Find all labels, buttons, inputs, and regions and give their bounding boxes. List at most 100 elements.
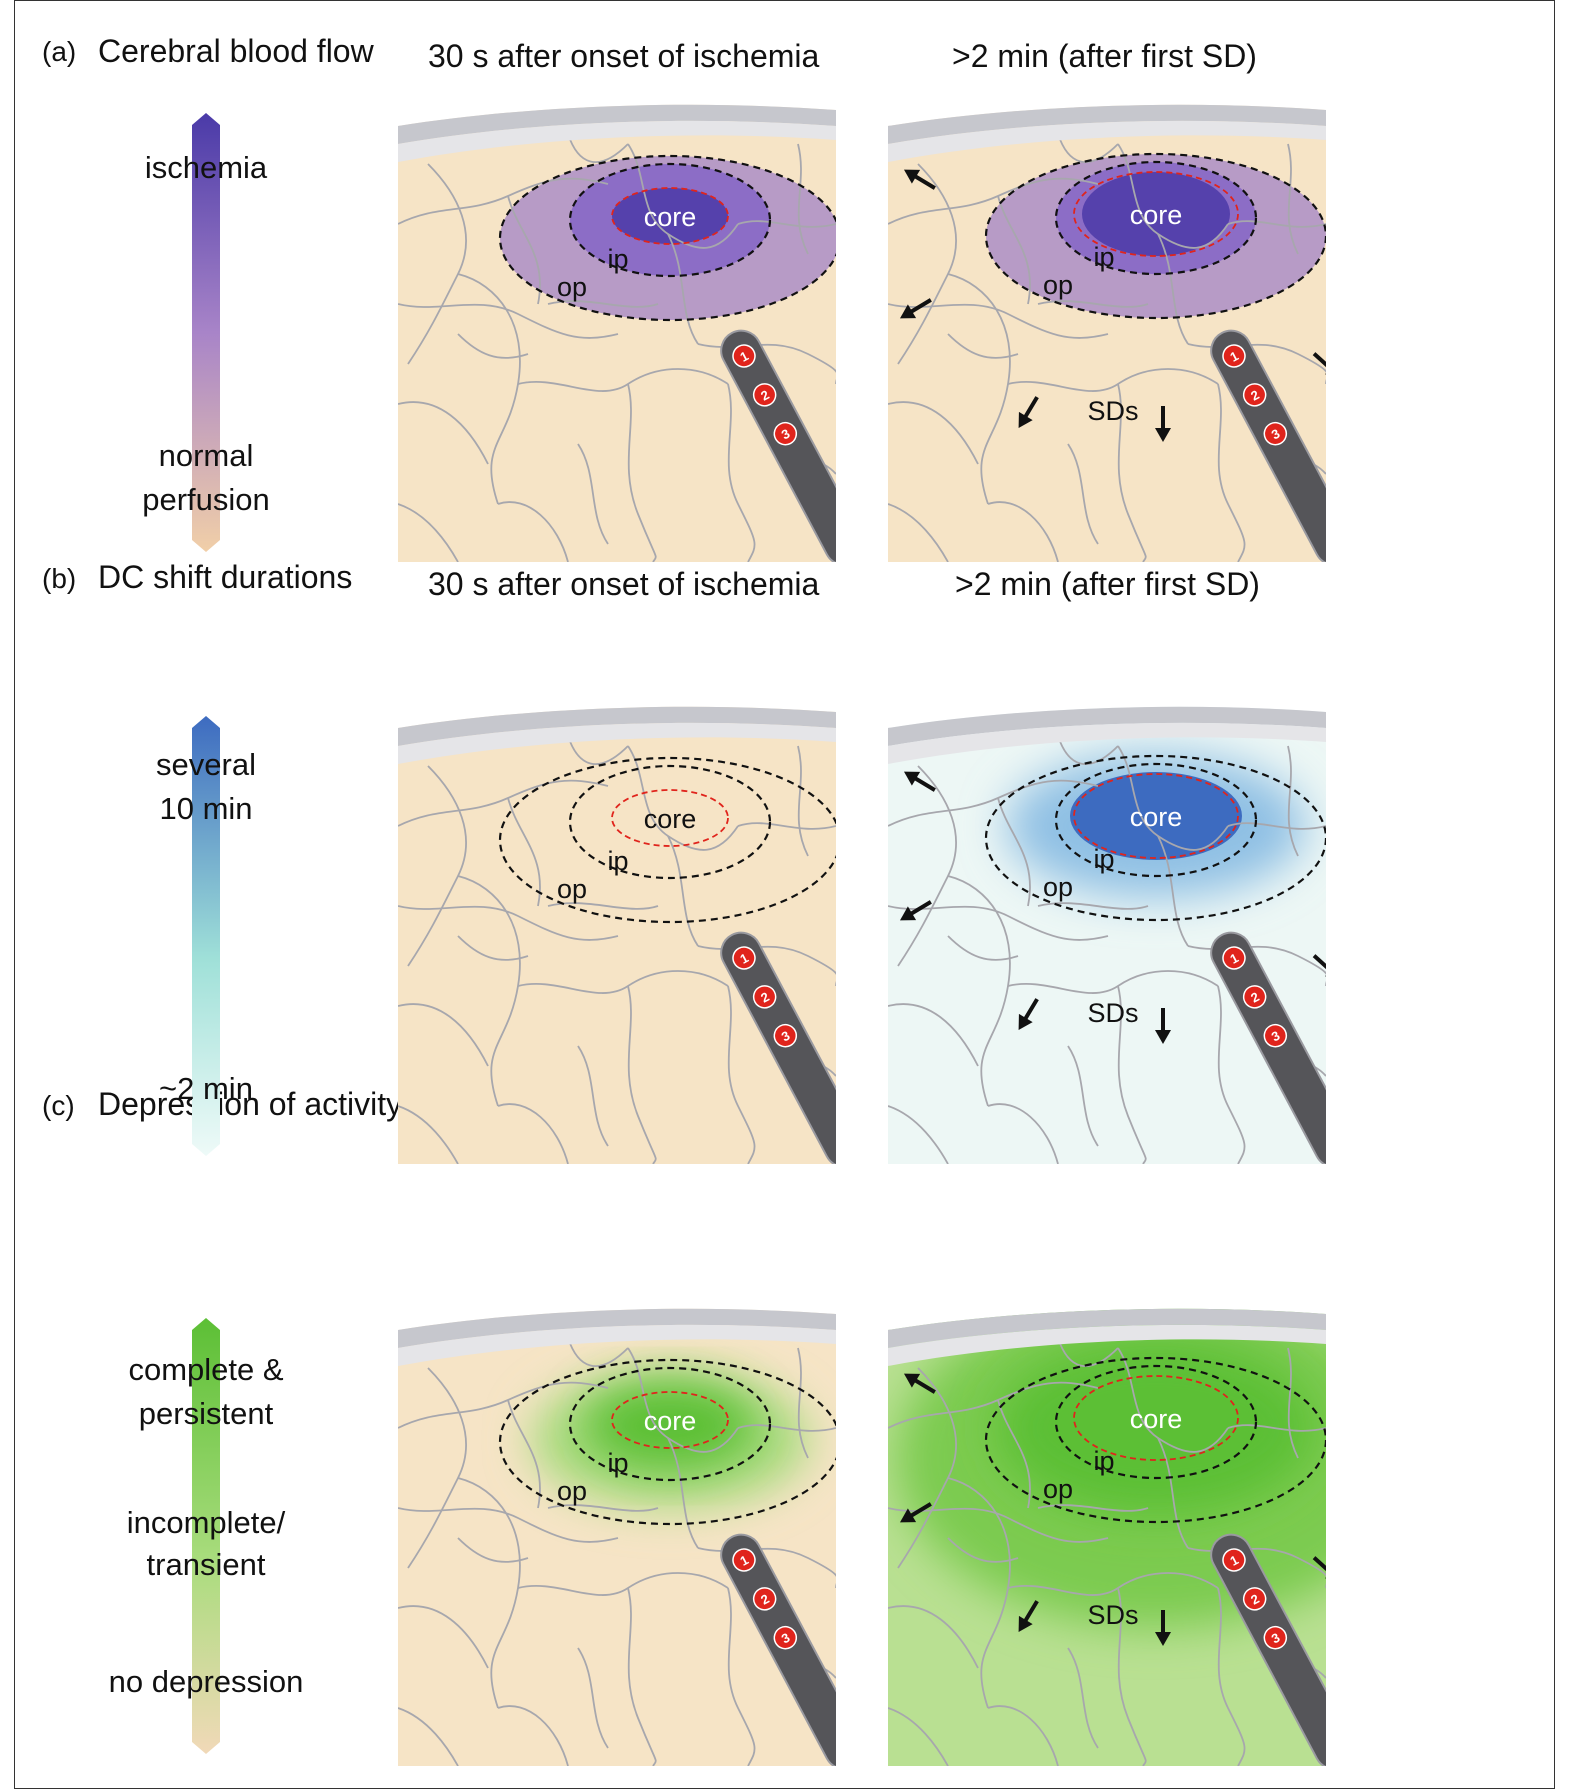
electrode-contact	[1222, 344, 1246, 368]
ip-label: ip	[1093, 242, 1114, 272]
sds-label: SDs	[1087, 1600, 1138, 1630]
electrode: 123	[1210, 931, 1326, 1164]
electrode: 123	[720, 329, 836, 562]
electrode-contact	[1222, 1548, 1246, 1572]
electrode-contact	[732, 1548, 756, 1572]
electrode-contact	[732, 946, 756, 970]
scale-c-mid-2: transient	[146, 1547, 266, 1582]
sd-arrowhead	[1325, 1577, 1326, 1579]
sd-arrow	[913, 776, 936, 792]
sd-arrowhead	[899, 304, 917, 319]
sds-label: SDs	[1087, 396, 1138, 426]
row-b-late-title: >2 min (after first SD)	[955, 566, 1260, 602]
electrode-contact	[1222, 946, 1246, 970]
ip-label: ip	[607, 1448, 628, 1478]
scale-a-top: ischemia	[144, 150, 268, 185]
core-zone	[1070, 772, 1242, 860]
row-c-title: Depression of activity	[98, 1086, 403, 1122]
row-b-title: DC shift durations	[98, 559, 353, 595]
skull	[888, 104, 1326, 144]
scale-c-top-1: complete &	[128, 1352, 284, 1387]
sd-arrow	[913, 1378, 936, 1394]
op-label: op	[1043, 270, 1073, 300]
ip-label: ip	[1093, 1446, 1114, 1476]
dura	[398, 1324, 836, 1366]
sd-arrowhead	[903, 169, 921, 184]
core-boundary	[1073, 1375, 1239, 1461]
figure-frame	[14, 0, 1555, 1789]
core-boundary	[1073, 171, 1239, 257]
sd-arrows	[899, 771, 1326, 1044]
core-zone	[612, 188, 728, 244]
scale-b-top-2: 10 min	[159, 791, 253, 826]
sd-arrowhead	[1018, 1615, 1033, 1633]
scale-c-bottom: no depression	[108, 1664, 304, 1699]
skull	[398, 104, 836, 144]
sd-arrow	[909, 298, 932, 314]
electrode-contact	[1242, 383, 1267, 407]
electrode-contact	[1263, 1625, 1288, 1650]
scale-bar-c	[192, 1318, 220, 1754]
sd-arrowhead	[899, 1508, 917, 1523]
ip-boundary	[568, 1366, 772, 1482]
core-boundary	[611, 789, 729, 847]
op-label: op	[1043, 1474, 1073, 1504]
row-a-early-title: 30 s after onset of ischemia	[428, 38, 820, 74]
sd-arrows	[899, 169, 1326, 442]
op-label: op	[1043, 872, 1073, 902]
electrode-contact	[1263, 1023, 1288, 1048]
sds-label: SDs	[1087, 998, 1138, 1028]
scale-bar-a	[192, 113, 220, 552]
ip-boundary	[568, 162, 772, 278]
scale-a-bottom-1: normal	[158, 438, 254, 473]
op-label: op	[557, 272, 587, 302]
electrode: 123	[1210, 1533, 1326, 1766]
electrode: 123	[720, 1533, 836, 1766]
ip-boundary	[568, 764, 772, 880]
row-a-letter: (a)	[42, 36, 77, 67]
sd-arrowhead	[903, 771, 921, 786]
sd-arrowhead	[1018, 411, 1033, 429]
electrode-contact	[773, 1625, 798, 1650]
sd-arrow	[913, 174, 936, 190]
sd-arrow	[1023, 998, 1039, 1021]
sd-arrow	[1023, 1600, 1039, 1623]
vessels	[398, 735, 836, 1164]
sd-arrowhead	[1155, 1632, 1171, 1646]
core-label: core	[1130, 1404, 1183, 1434]
skull	[888, 706, 1326, 746]
sd-arrow	[909, 1502, 932, 1518]
core-zone	[1082, 172, 1230, 256]
electrode-contact	[752, 985, 777, 1009]
ip-label: ip	[1093, 844, 1114, 874]
core-label: core	[644, 202, 697, 232]
electrode-contact	[1242, 985, 1267, 1009]
ip-label: ip	[607, 846, 628, 876]
scale-b-top-1: several	[156, 747, 256, 782]
row-a-late-title: >2 min (after first SD)	[952, 38, 1257, 74]
sd-arrowhead	[1155, 1030, 1171, 1044]
core-label: core	[1130, 802, 1183, 832]
sd-arrowhead	[899, 906, 917, 921]
skull	[398, 1308, 836, 1348]
row-a-title: Cerebral blood flow	[98, 33, 374, 69]
op-label: op	[557, 874, 587, 904]
sd-arrowhead	[903, 1373, 921, 1388]
ip-boundary	[1054, 762, 1258, 878]
electrode-contact	[1242, 1587, 1267, 1611]
row-b-letter: (b)	[42, 563, 77, 594]
dura	[888, 1324, 1326, 1366]
electrode: 123	[1210, 329, 1326, 562]
sd-arrows	[899, 1373, 1326, 1646]
scale-b-bottom: ~2 min	[159, 1071, 253, 1106]
electrode-contact	[773, 421, 798, 446]
electrode-contact	[1263, 421, 1288, 446]
op-label: op	[557, 1476, 587, 1506]
electrode-contact	[752, 383, 777, 407]
